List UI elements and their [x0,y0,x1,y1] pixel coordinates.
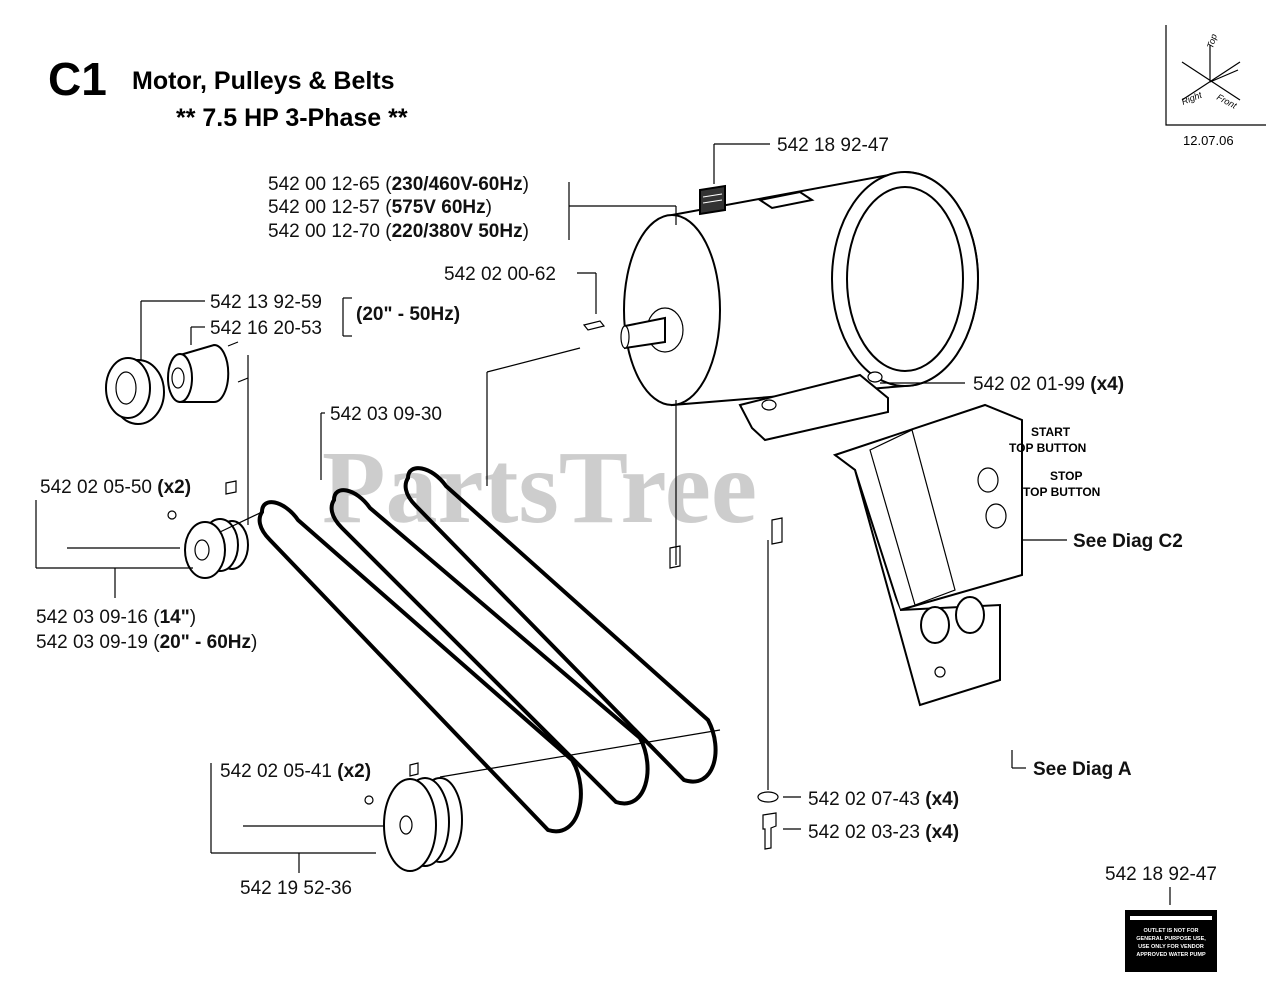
motor-mount-base [738,373,889,442]
label-start-2: TOP BUTTON [1009,441,1086,455]
label-see-diag-c2: See Diag C2 [1073,531,1183,552]
axis-diag-line [1209,69,1239,83]
label-bolt: 542 02 03-23 (x4) [808,822,959,843]
switch-box-front-panel [869,429,956,606]
belt [403,466,718,784]
lower-pulley-assembly [364,762,463,872]
cable-gland [920,606,950,644]
warning-decal: OUTLET IS NOT FOR GENERAL PURPOSE USE, U… [1125,910,1217,972]
motor-junction-box [757,190,815,210]
motor-decal-line [702,199,723,204]
belts [257,466,718,834]
orientation-frame [1165,25,1266,126]
warning-decal-line-3: USE ONLY FOR VENDOR [1138,944,1204,950]
axis-right-label: Right [1180,90,1204,107]
washer [757,791,779,803]
bolt [762,812,777,850]
lower-pulley-bore [399,815,413,835]
bushing-screw [227,341,239,347]
warning-decal-line-1: OUTLET IS NOT FOR [1144,928,1199,934]
bushing-body [179,343,230,403]
label-motor-575: 542 00 12-57 (575V 60Hz) [268,197,492,218]
switch-box-base [834,454,1001,707]
bushing-bore [171,367,185,389]
label-setscrew-lower-pulley: 542 02 05-41 (x2) [220,761,371,782]
watermark: PartsTree TM [322,430,950,545]
motor-pulley-setscrew [225,480,237,495]
motor-mount-hole-rear [867,371,883,383]
motor [620,170,979,442]
revision-date: 12.07.06 [1183,133,1234,148]
label-50hz-spec: (20" - 50Hz) [356,304,460,325]
label-pulley-50hz: 542 13 92-59 [210,292,322,313]
mount-hardware [669,517,783,850]
axis-front-label: Front [1215,92,1239,111]
motor-pulley-bore [194,539,210,561]
callout-labels: 542 18 92-47 542 00 12-65 (230/460V-60Hz… [36,135,1217,899]
label-motor-mount-nut: 542 02 01-99 (x4) [973,374,1124,395]
pulley-50hz-bore [115,371,137,405]
orientation-indicator: Top Right Front 12.07.06 [1165,25,1266,148]
diagram-title: Motor, Pulleys & Belts [132,67,395,95]
label-bushing-50hz: 542 16 20-53 [210,318,322,339]
mount-stud [771,517,783,545]
diagram-subtitle: ** 7.5 HP 3-Phase ** [176,104,408,132]
label-setscrew-motor-pulley: 542 02 05-50 (x2) [40,477,191,498]
label-decal-bottom: 542 18 92-47 [1105,864,1217,885]
switch-box-screw [934,666,946,678]
warning-decal-line-2: GENERAL PURPOSE USE, [1136,936,1206,942]
label-start-1: START [1031,425,1071,439]
label-lower-pulley: 542 19 52-36 [240,878,352,899]
cable-gland [955,596,985,634]
motor-rear-cap-ring [846,186,964,372]
start-button [977,467,999,493]
label-pulley-14: 542 03 09-16 (14") [36,607,196,628]
motor-pulley-assembly [167,480,249,579]
shaft-key [582,320,606,331]
stop-button [985,503,1007,529]
lower-pulley-setscrew [409,762,419,777]
warning-decal-line-4: APPROVED WATER PUMP [1136,952,1206,958]
motor-decal [699,184,726,216]
motor-pulley-setscrew-small [167,510,177,520]
motor-decal-plate [699,184,726,216]
label-shaft-key: 542 02 00-62 [444,264,556,285]
switch-box [832,403,1023,707]
label-washer: 542 02 07-43 (x4) [808,789,959,810]
label-pulley-20-60hz: 542 03 09-19 (20" - 60Hz) [36,632,257,653]
motor-mount-hole-front [761,399,777,411]
axis-top-label: Top [1205,33,1219,50]
belt [257,500,583,834]
leader-lines [35,143,1171,905]
label-stop-1: STOP [1050,469,1082,483]
leader-line [219,511,263,533]
pulley-50hz-assembly [105,341,249,425]
diagram-code: C1 [48,53,107,105]
motor-decal-line [702,193,723,198]
label-motor-220-380: 542 00 12-70 (220/380V 50Hz) [268,221,529,242]
mount-stud [669,545,681,569]
label-motor-230-460: 542 00 12-65 (230/460V-60Hz) [268,174,529,195]
lower-pulley-setscrew-small [364,795,374,805]
title-block: C1 Motor, Pulleys & Belts ** 7.5 HP 3-Ph… [48,53,408,132]
label-see-diag-a: See Diag A [1033,759,1132,780]
label-stop-2: TOP BUTTON [1023,485,1100,499]
motor-shaft-end [620,325,630,349]
label-decal-top: 542 18 92-47 [777,135,889,156]
warning-decal-plate [1125,910,1217,972]
bushing-screw [237,377,249,383]
belt [329,488,650,806]
label-belt: 542 03 09-30 [330,404,442,425]
leader-line [486,347,581,373]
leader-line [439,729,721,778]
warning-decal-stripe [1130,916,1212,920]
watermark-text: PartsTree [322,430,757,545]
